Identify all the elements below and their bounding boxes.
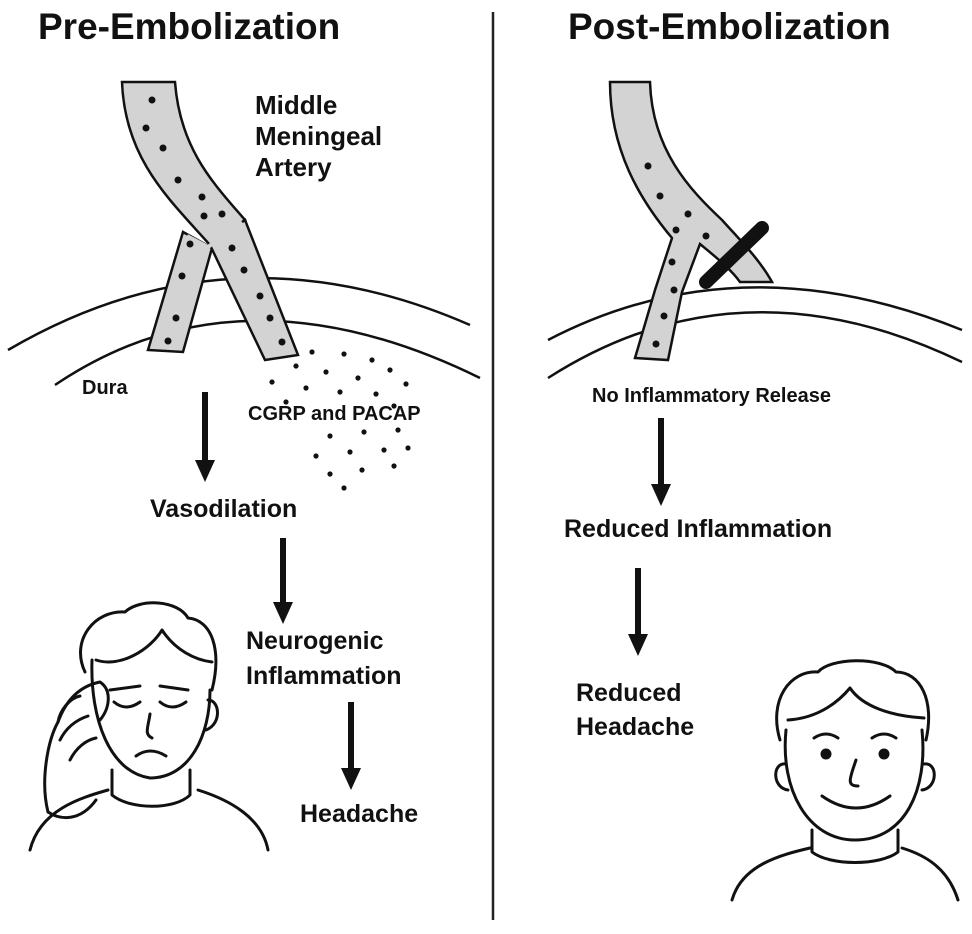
cgrp-pacap-particles [269, 349, 411, 491]
pre-artery [120, 80, 300, 362]
post-dura-layers [547, 286, 963, 380]
artery-label-line-1: Middle [255, 90, 338, 120]
pre-flow-arrows [195, 392, 361, 790]
vasodilation-label: Vasodilation [150, 495, 298, 523]
reduced-headache-label: Headache [576, 713, 695, 741]
cgrp-pacap-label: CGRP and PACAP [248, 403, 421, 425]
headache-label: Headache [300, 800, 419, 828]
embolization-plug-icon [699, 221, 769, 289]
artery-label: Middle Meningeal Artery [255, 92, 382, 185]
artery-label-line-3: Artery [255, 152, 332, 182]
inflammation-label: Inflammation [246, 662, 402, 690]
post-flow-arrows [628, 418, 671, 656]
artery-label-line-2: Meningeal [255, 121, 383, 151]
dura-label: Dura [82, 377, 128, 399]
smiling-face-icon [730, 659, 960, 902]
reduced-inflammation-label: Reduced Inflammation [564, 515, 833, 543]
no-release-label: No Inflammatory Release [592, 385, 831, 407]
pre-embolization-title: Pre-Embolization [38, 6, 341, 47]
sad-face-hand-on-head-icon [28, 601, 270, 852]
neurogenic-label: Neurogenic [246, 627, 384, 655]
post-embolization-title: Post-Embolization [568, 6, 891, 47]
reduced-label: Reduced [576, 679, 682, 707]
post-artery [608, 80, 775, 362]
